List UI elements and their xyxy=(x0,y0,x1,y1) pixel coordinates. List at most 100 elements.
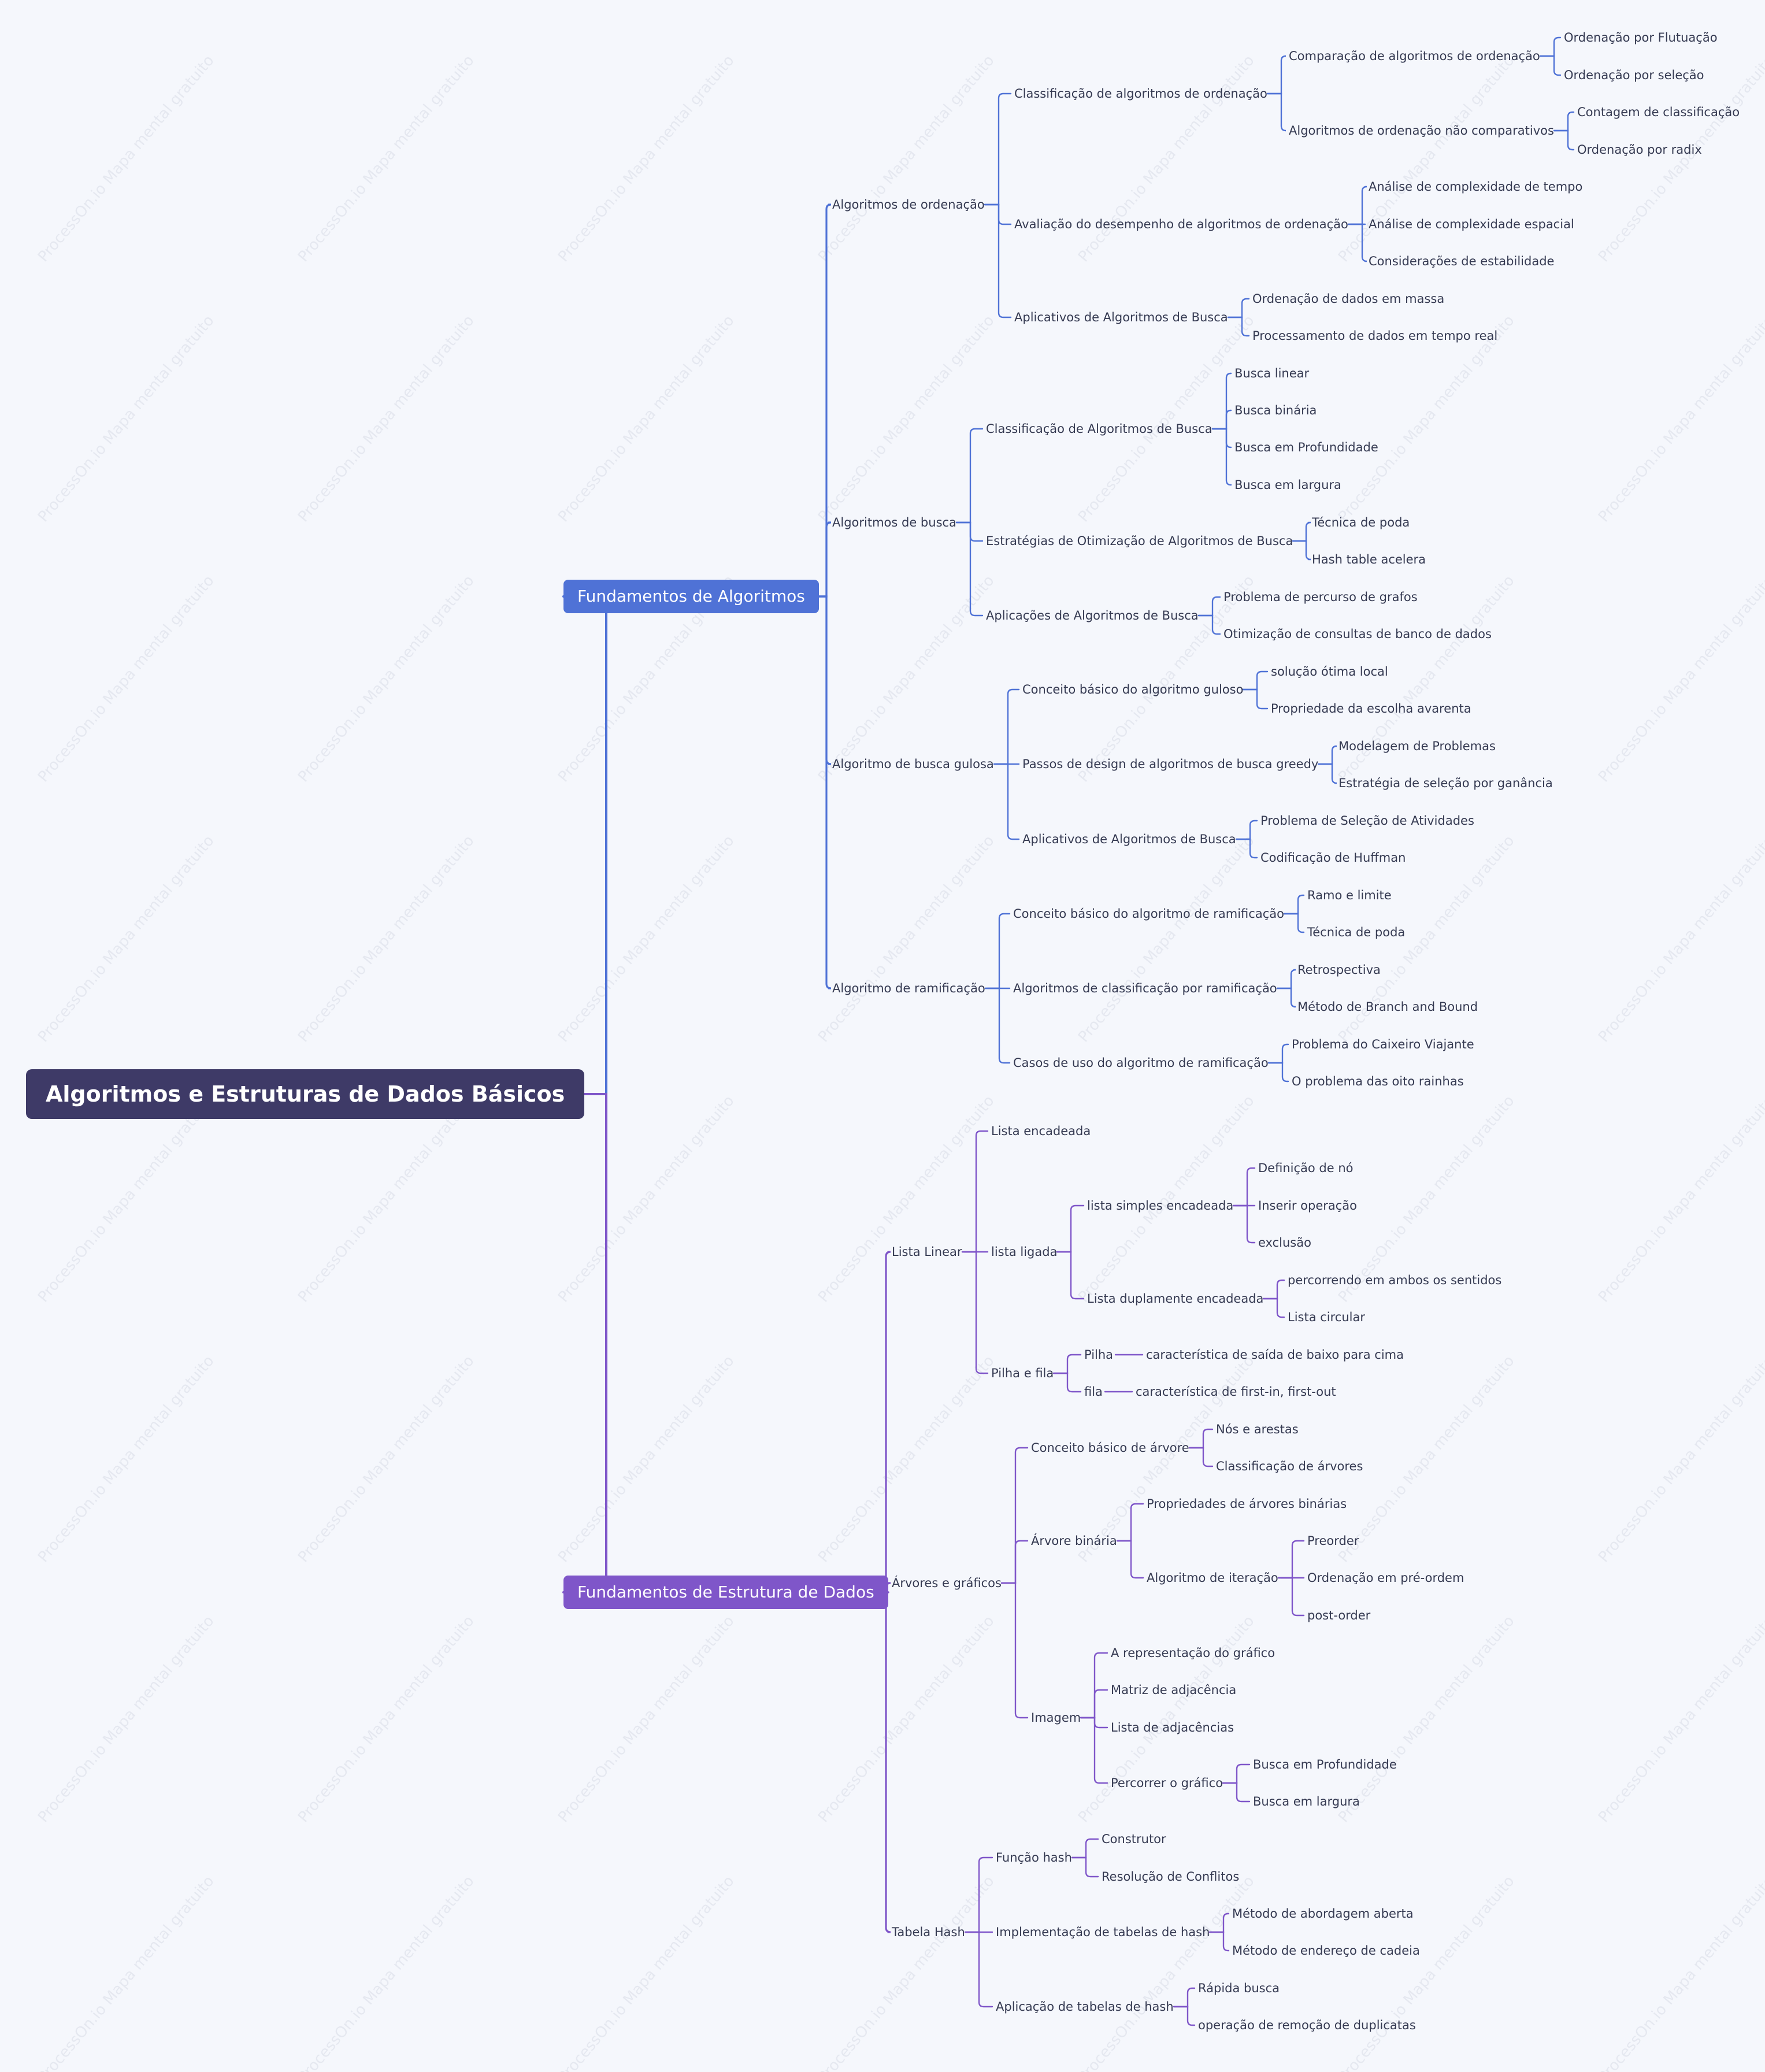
topic-busca-binaria[interactable]: Busca binária xyxy=(1234,403,1317,417)
connector xyxy=(885,1591,891,1933)
topic-modelagem-de-problemas[interactable]: Modelagem de Problemas xyxy=(1338,739,1496,753)
topic-lista-linear[interactable]: Lista Linear xyxy=(892,1245,962,1259)
topic-algoritmos-de-busca[interactable]: Algoritmos de busca xyxy=(832,516,956,529)
topic-contagem-de-classificacao[interactable]: Contagem de classificação xyxy=(1577,105,1740,119)
topic-matriz-de-adjacencia[interactable]: Matriz de adjacência xyxy=(1111,1683,1237,1697)
topic-lista-duplamente-encadeada[interactable]: Lista duplamente encadeada xyxy=(1087,1292,1264,1306)
topic-imagem[interactable]: Imagem xyxy=(1031,1711,1081,1725)
topic-lista-circular[interactable]: Lista circular xyxy=(1288,1310,1365,1324)
topic-a-representacao-do-grafico[interactable]: A representação do gráfico xyxy=(1111,1646,1275,1660)
topic-rapida-busca[interactable]: Rápida busca xyxy=(1198,1981,1280,1995)
topic-funcao-hash[interactable]: Função hash xyxy=(996,1851,1072,1865)
topic-casos-de-uso-do-algoritmo-de-ramificacao[interactable]: Casos de uso do algoritmo de ramificação xyxy=(1013,1056,1269,1070)
topic-percorrendo-em-ambos-os-sentidos[interactable]: percorrendo em ambos os sentidos xyxy=(1288,1273,1502,1287)
topic-aplicacao-de-tabelas-de-hash[interactable]: Aplicação de tabelas de hash xyxy=(996,2000,1174,2014)
topic-classificacao-de-arvores[interactable]: Classificação de árvores xyxy=(1216,1459,1363,1473)
connector xyxy=(1080,1652,1108,1719)
topic-analise-de-complexidade-espacial[interactable]: Análise de complexidade espacial xyxy=(1369,217,1574,231)
topic-classificacao-de-algoritmos-de-ordenacao[interactable]: Classificação de algoritmos de ordenação xyxy=(1014,87,1267,101)
topic-aplicativos-de-algoritmos-de-busca[interactable]: Aplicativos de Algoritmos de Busca xyxy=(1014,310,1228,324)
branch-topic-fundamentos-de-algoritmos[interactable]: Fundamentos de Algoritmos xyxy=(563,580,819,613)
topic-lista-simples-encadeada[interactable]: lista simples encadeada xyxy=(1087,1199,1234,1213)
topic-busca-linear[interactable]: Busca linear xyxy=(1234,366,1310,380)
topic-caracteristica-de-saida-de-baixo-para-cima[interactable]: característica de saída de baixo para ci… xyxy=(1146,1348,1404,1362)
topic-lista-de-adjacencias[interactable]: Lista de adjacências xyxy=(1111,1721,1234,1734)
topic-aplicativos-de-algoritmos-de-busca[interactable]: Aplicativos de Algoritmos de Busca xyxy=(1022,832,1236,846)
root-topic-algoritmos-e-estruturas-de-dados-basicos[interactable]: Algoritmos e Estruturas de Dados Básicos xyxy=(26,1069,585,1119)
topic-processamento-de-dados-em-tempo-real[interactable]: Processamento de dados em tempo real xyxy=(1252,329,1498,343)
topic-ordenacao-por-flutuacao[interactable]: Ordenação por Flutuação xyxy=(1564,31,1718,45)
topic-o-problema-das-oito-rainhas[interactable]: O problema das oito rainhas xyxy=(1292,1074,1464,1088)
topic-construtor[interactable]: Construtor xyxy=(1102,1832,1166,1846)
topic-metodo-de-endereco-de-cadeia[interactable]: Método de endereço de cadeia xyxy=(1232,1944,1420,1958)
topic-busca-em-profundidade[interactable]: Busca em Profundidade xyxy=(1253,1758,1397,1771)
topic-busca-em-largura[interactable]: Busca em largura xyxy=(1253,1795,1360,1808)
topic-nos-e-arestas[interactable]: Nós e arestas xyxy=(1216,1422,1299,1436)
topic-fila[interactable]: fila xyxy=(1084,1385,1103,1399)
topic-ordenacao-por-selecao[interactable]: Ordenação por seleção xyxy=(1564,68,1704,82)
topic-aplicacoes-de-algoritmos-de-busca[interactable]: Aplicações de Algoritmos de Busca xyxy=(986,609,1199,622)
topic-metodo-de-branch-and-bound[interactable]: Método de Branch and Bound xyxy=(1297,1000,1478,1014)
topic-resolucao-de-conflitos[interactable]: Resolução de Conflitos xyxy=(1102,1870,1240,1884)
topic-propriedades-de-arvores-binarias[interactable]: Propriedades de árvores binárias xyxy=(1147,1497,1347,1511)
topic-post-order[interactable]: post-order xyxy=(1307,1608,1371,1622)
topic-lista-ligada[interactable]: lista ligada xyxy=(991,1245,1058,1259)
topic-algoritmo-de-ramificacao[interactable]: Algoritmo de ramificação xyxy=(832,981,985,995)
topic-conceito-basico-de-arvore[interactable]: Conceito básico de árvore xyxy=(1031,1441,1189,1455)
topic-analise-de-complexidade-de-tempo[interactable]: Análise de complexidade de tempo xyxy=(1369,180,1583,194)
topic-pilha[interactable]: Pilha xyxy=(1084,1348,1114,1362)
connector xyxy=(1056,1204,1085,1253)
topic-ordenacao-por-radix[interactable]: Ordenação por radix xyxy=(1577,143,1702,157)
topic-ramo-e-limite[interactable]: Ramo e limite xyxy=(1307,888,1392,902)
topic-problema-de-selecao-de-atividades[interactable]: Problema de Seleção de Atividades xyxy=(1260,814,1474,828)
topic-metodo-de-abordagem-aberta[interactable]: Método de abordagem aberta xyxy=(1232,1907,1414,1921)
topic-preorder[interactable]: Preorder xyxy=(1307,1534,1359,1548)
topic-implementacao-de-tabelas-de-hash[interactable]: Implementação de tabelas de hash xyxy=(996,1925,1210,1939)
topic-ordenacao-em-pre-ordem[interactable]: Ordenação em pré-ordem xyxy=(1307,1571,1464,1585)
topic-conceito-basico-do-algoritmo-guloso[interactable]: Conceito básico do algoritmo guloso xyxy=(1022,683,1244,696)
topic-ordenacao-de-dados-em-massa[interactable]: Ordenação de dados em massa xyxy=(1252,292,1445,306)
topic-definicao-de-no[interactable]: Definição de nó xyxy=(1258,1161,1354,1175)
topic-consideracoes-de-estabilidade[interactable]: Considerações de estabilidade xyxy=(1369,254,1555,268)
topic-algoritmos-de-ordenacao[interactable]: Algoritmos de ordenação xyxy=(832,198,985,212)
topic-lista-encadeada[interactable]: Lista encadeada xyxy=(991,1124,1091,1138)
topic-busca-em-profundidade[interactable]: Busca em Profundidade xyxy=(1234,440,1378,454)
topic-operacao-de-remocao-de-duplicatas[interactable]: operação de remoção de duplicatas xyxy=(1198,2018,1416,2032)
topic-percorrer-o-grafico[interactable]: Percorrer o gráfico xyxy=(1111,1776,1223,1790)
branch-topic-fundamentos-de-estrutura-de-dados[interactable]: Fundamentos de Estrutura de Dados xyxy=(563,1576,888,1609)
topic-tecnica-de-poda[interactable]: Técnica de poda xyxy=(1307,925,1406,939)
topic-caracteristica-de-first-in-first-out[interactable]: característica de first-in, first-out xyxy=(1136,1385,1336,1399)
topic-solucao-otima-local[interactable]: solução ótima local xyxy=(1271,665,1388,679)
topic-algoritmo-de-iteracao[interactable]: Algoritmo de iteração xyxy=(1147,1571,1278,1585)
connector xyxy=(1232,1204,1256,1244)
topic-tecnica-de-poda[interactable]: Técnica de poda xyxy=(1312,516,1410,529)
topic-comparacao-de-algoritmos-de-ordenacao[interactable]: Comparação de algoritmos de ordenação xyxy=(1289,49,1540,63)
connector xyxy=(1283,894,1305,915)
topic-classificacao-de-algoritmos-de-busca[interactable]: Classificação de Algoritmos de Busca xyxy=(986,422,1212,436)
topic-otimizacao-de-consultas-de-banco-de-dados[interactable]: Otimização de consultas de banco de dado… xyxy=(1223,627,1492,641)
topic-hash-table-acelera[interactable]: Hash table acelera xyxy=(1312,553,1426,566)
topic-propriedade-da-escolha-avarenta[interactable]: Propriedade da escolha avarenta xyxy=(1271,702,1471,716)
topic-problema-de-percurso-de-grafos[interactable]: Problema de percurso de grafos xyxy=(1223,590,1418,604)
topic-arvores-e-graficos[interactable]: Árvores e gráficos xyxy=(892,1576,1002,1590)
topic-codificacao-de-huffman[interactable]: Codificação de Huffman xyxy=(1260,851,1406,865)
connector xyxy=(1277,1577,1305,1617)
topic-estrategias-de-otimizacao-de-algoritmos-de-busca[interactable]: Estratégias de Otimização de Algoritmos … xyxy=(986,534,1293,548)
topic-retrospectiva[interactable]: Retrospectiva xyxy=(1297,963,1381,977)
connector xyxy=(1276,969,1296,989)
topic-passos-de-design-de-algoritmos-de-busca-greedy[interactable]: Passos de design de algoritmos de busca … xyxy=(1022,757,1319,771)
topic-pilha-e-fila[interactable]: Pilha e fila xyxy=(991,1366,1054,1380)
topic-inserir-operacao[interactable]: Inserir operação xyxy=(1258,1199,1358,1213)
topic-algoritmos-de-classificacao-por-ramificacao[interactable]: Algoritmos de classificação por ramifica… xyxy=(1013,981,1277,995)
connector xyxy=(1197,596,1221,617)
topic-exclusao[interactable]: exclusão xyxy=(1258,1236,1311,1250)
topic-avaliacao-do-desempenho-de-algoritmos-de-ordenacao[interactable]: Avaliação do desempenho de algoritmos de… xyxy=(1014,217,1348,231)
topic-algoritmos-de-ordenacao-nao-comparativos[interactable]: Algoritmos de ordenação não comparativos xyxy=(1289,124,1554,138)
topic-estrategia-de-selecao-por-ganancia[interactable]: Estratégia de seleção por ganância xyxy=(1338,776,1553,790)
topic-algoritmo-de-busca-gulosa[interactable]: Algoritmo de busca gulosa xyxy=(832,757,994,771)
topic-problema-do-caixeiro-viajante[interactable]: Problema do Caixeiro Viajante xyxy=(1292,1037,1474,1051)
topic-arvore-binaria[interactable]: Árvore binária xyxy=(1031,1534,1117,1548)
topic-conceito-basico-do-algoritmo-de-ramificacao[interactable]: Conceito básico do algoritmo de ramifica… xyxy=(1013,907,1284,921)
topic-busca-em-largura[interactable]: Busca em largura xyxy=(1234,478,1341,492)
topic-tabela-hash[interactable]: Tabela Hash xyxy=(892,1925,965,1939)
